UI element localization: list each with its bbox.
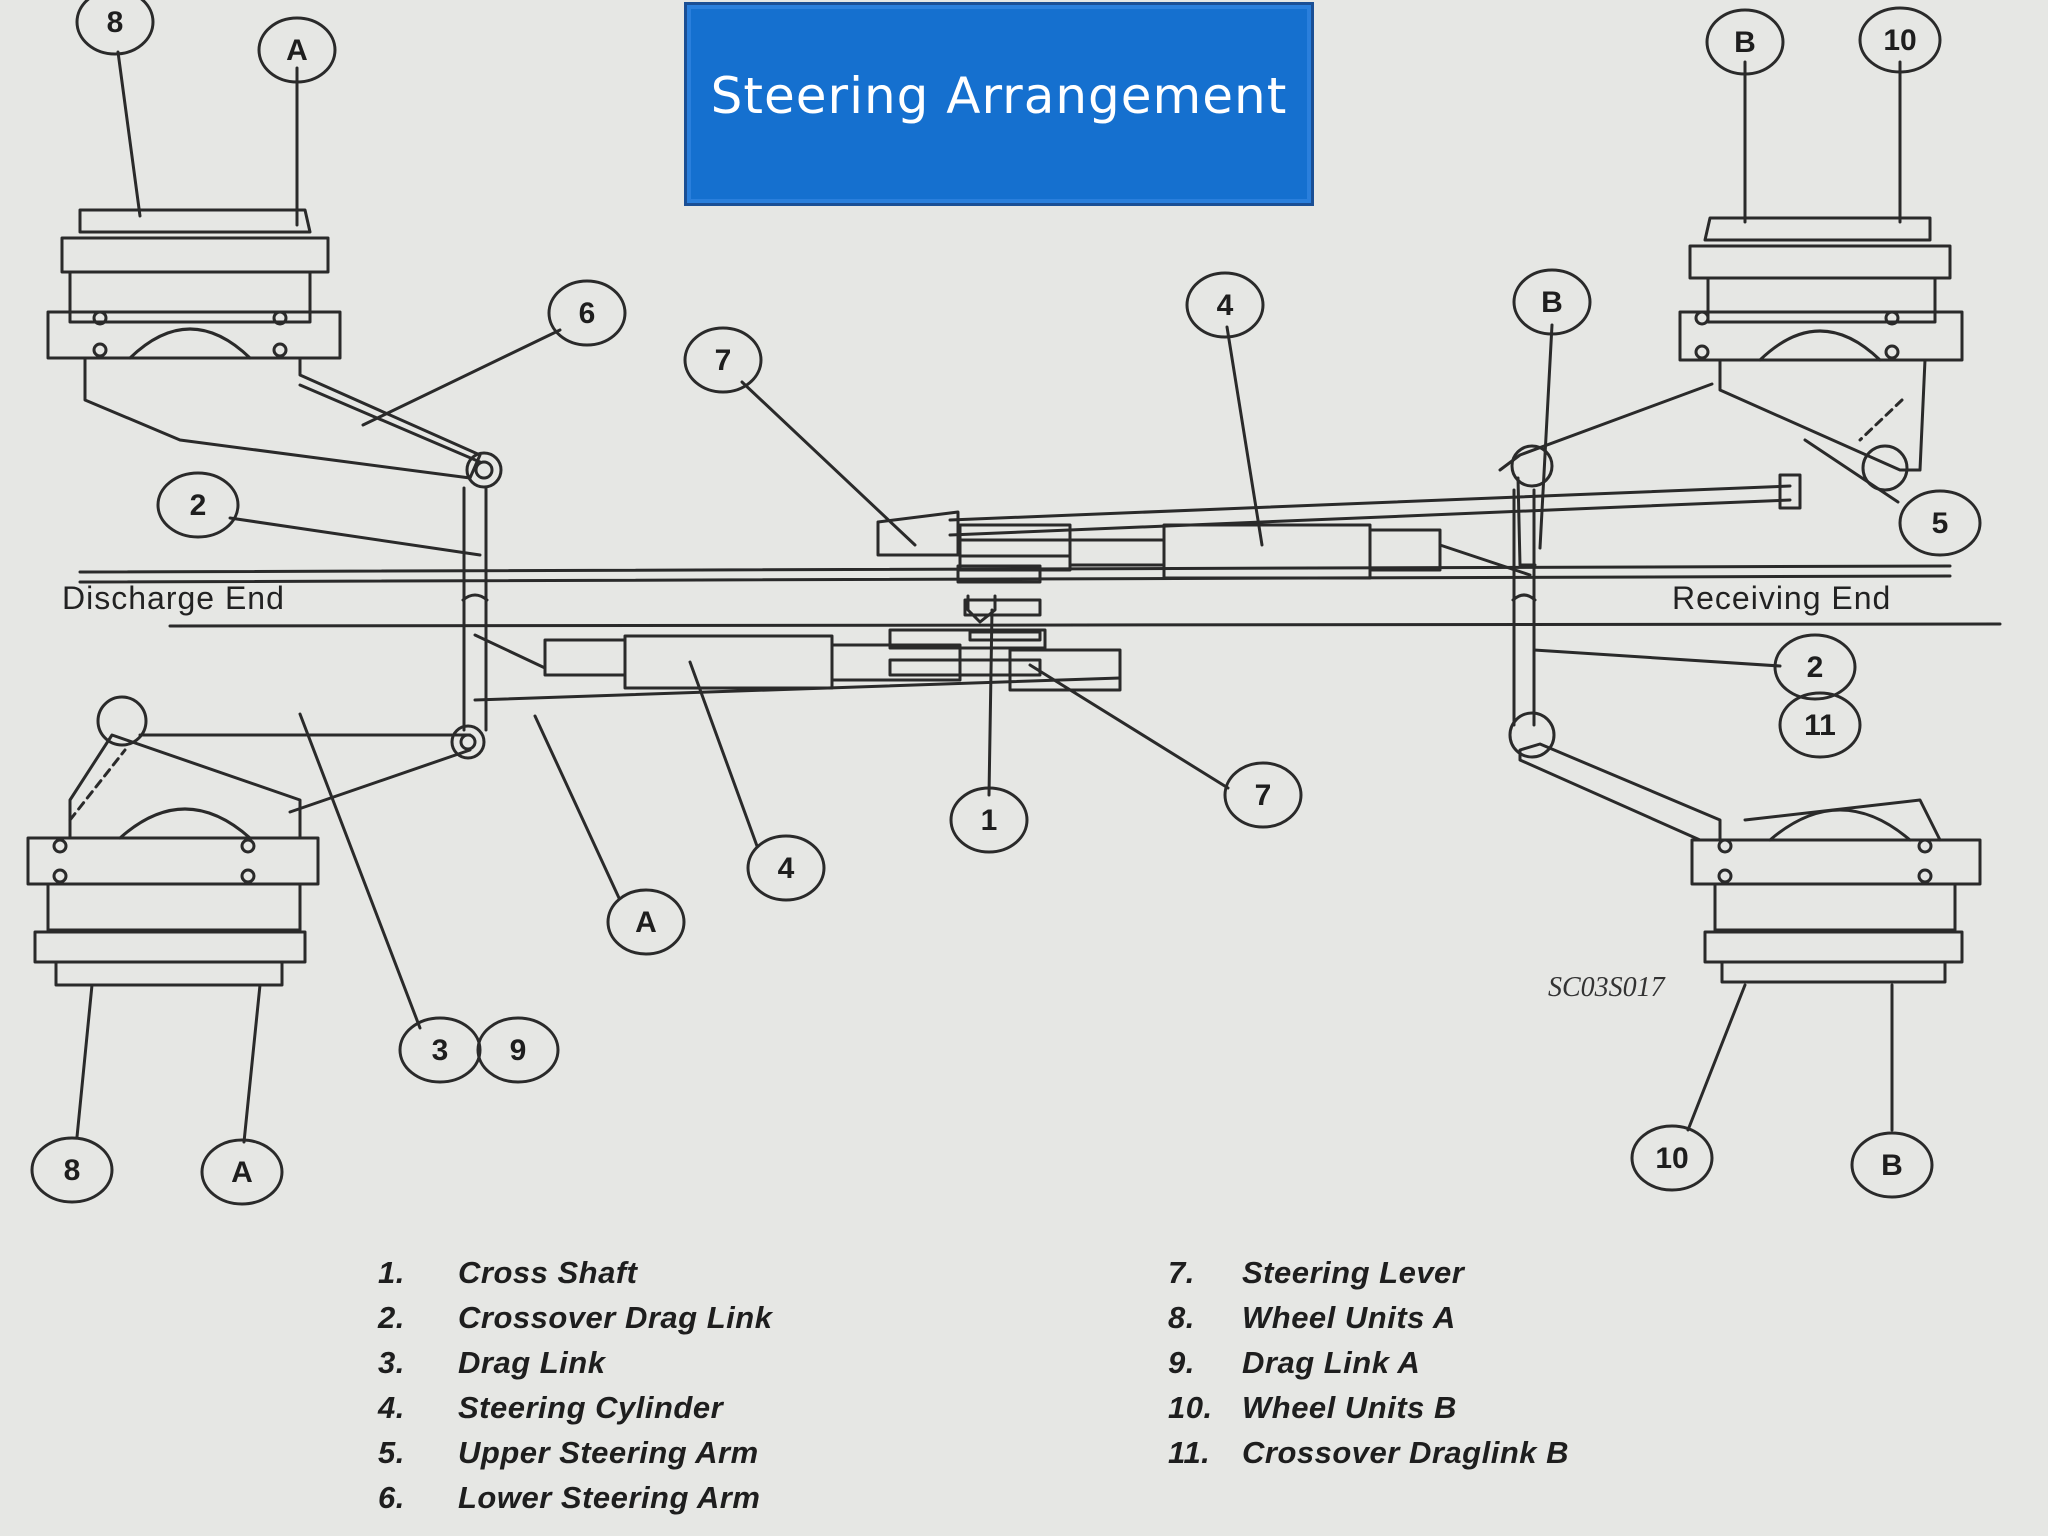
legend-item: 7.Steering Lever [1168, 1255, 1465, 1290]
callout-label: A [286, 34, 308, 67]
page-title: Steering Arrangement [710, 67, 1288, 125]
legend-item: 4.Steering Cylinder [378, 1390, 724, 1425]
wheel-unit-top-left [46, 208, 503, 489]
discharge-end-label: Discharge End [62, 580, 285, 616]
callout-label: B [1734, 26, 1756, 59]
callout-label: 6 [579, 297, 596, 330]
callout-label: 7 [1255, 779, 1272, 812]
legend-item: 3.Drag Link [378, 1345, 606, 1380]
legend-item: 5.Upper Steering Arm [378, 1435, 759, 1470]
legend-item: 10.Wheel Units B [1168, 1390, 1457, 1425]
lower-linkage [473, 594, 1122, 702]
legend-right-column: 7.Steering Lever 8.Wheel Units A 9.Drag … [1168, 1250, 1569, 1475]
callout-label: A [635, 906, 657, 939]
callout-label: 7 [715, 344, 732, 377]
drawing-code: SC03S017 [1548, 972, 1665, 1003]
leader-lines [75, 50, 1902, 1144]
callout-label: A [231, 1156, 253, 1189]
upper-linkage [876, 473, 1802, 584]
callout-label: 8 [107, 6, 124, 39]
callout-label: 4 [778, 852, 795, 885]
wheel-unit-bottom-right [1508, 711, 1982, 984]
receiving-end-label: Receiving End [1672, 580, 1892, 616]
callout-label: 4 [1217, 289, 1234, 322]
callout-label: 11 [1804, 709, 1836, 742]
callout-label: B [1881, 1149, 1903, 1182]
legend-left-column: 1.Cross Shaft 2.Crossover Drag Link 3.Dr… [378, 1250, 772, 1520]
callout-label: 1 [981, 804, 998, 837]
callout-circles [30, 0, 1982, 1206]
wheel-unit-top-right [1498, 216, 1964, 492]
title-banner: Steering Arrangement [684, 2, 1314, 206]
legend-item: 9.Drag Link A [1168, 1345, 1421, 1380]
callout-label: 10 [1883, 24, 1916, 57]
crossover-drag-links [461, 486, 1537, 732]
legend-item: 11.Crossover Draglink B [1168, 1435, 1569, 1470]
legend-item: 6.Lower Steering Arm [378, 1480, 761, 1515]
wheel-unit-bottom-left [26, 695, 486, 987]
callout-label: B [1541, 286, 1563, 319]
legend-item: 1.Cross Shaft [378, 1255, 638, 1290]
callout-label: 10 [1655, 1142, 1688, 1175]
callout-label: 9 [510, 1034, 527, 1067]
legend-item: 8.Wheel Units A [1168, 1300, 1456, 1335]
callout-label: 5 [1932, 507, 1949, 540]
callout-label: 2 [190, 489, 207, 522]
callout-label: 8 [64, 1154, 81, 1187]
callout-label: 2 [1807, 651, 1824, 684]
callout-label: 3 [432, 1034, 449, 1067]
legend-item: 2.Crossover Drag Link [378, 1300, 773, 1335]
